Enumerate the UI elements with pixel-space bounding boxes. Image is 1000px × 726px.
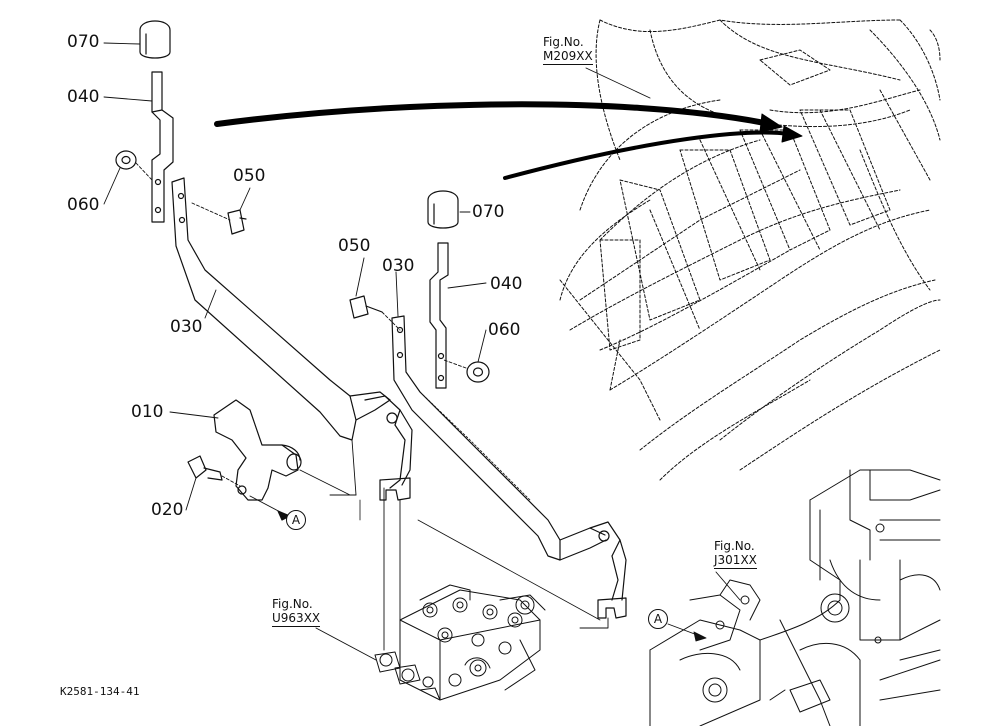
- figure-ref-label: Fig.No.: [543, 35, 584, 49]
- marker-a-left: A: [286, 510, 306, 530]
- callout-070-left: 070: [67, 32, 100, 52]
- callout-040-right: 040: [490, 274, 523, 294]
- figure-ref-j301[interactable]: Fig.No. J301XX: [714, 539, 757, 569]
- figure-ref-m209[interactable]: Fig.No. M209XX: [543, 35, 593, 65]
- direction-arrows: [214, 101, 803, 180]
- callout-060-right: 060: [488, 320, 521, 340]
- figure-ref-code: J301XX: [714, 552, 757, 569]
- callout-030-right: 030: [382, 256, 415, 276]
- figure-ref-code: U963XX: [272, 610, 321, 627]
- callout-030-left: 030: [170, 317, 203, 337]
- figure-ref-label: Fig.No.: [714, 539, 755, 553]
- callout-060-left: 060: [67, 195, 100, 215]
- marker-a-right: A: [648, 609, 668, 629]
- transmission-housing: [649, 469, 941, 726]
- callout-040-left: 040: [67, 87, 100, 107]
- callout-020: 020: [151, 500, 184, 520]
- figure-ref-u963[interactable]: Fig.No. U963XX: [272, 597, 321, 627]
- fender-outline: [559, 19, 941, 481]
- callout-010: 010: [131, 402, 164, 422]
- callout-050-right: 050: [338, 236, 371, 256]
- control-valve: [374, 584, 546, 701]
- diagram-reference-code: K2581-134-41: [60, 685, 140, 698]
- figure-ref-code: M209XX: [543, 48, 593, 65]
- leader-lines: [103, 42, 741, 661]
- right-lever-assembly: [349, 190, 627, 656]
- callout-070-right: 070: [472, 202, 505, 222]
- figure-ref-label: Fig.No.: [272, 597, 313, 611]
- callout-050-left: 050: [233, 166, 266, 186]
- left-lever-assembly: [115, 20, 413, 521]
